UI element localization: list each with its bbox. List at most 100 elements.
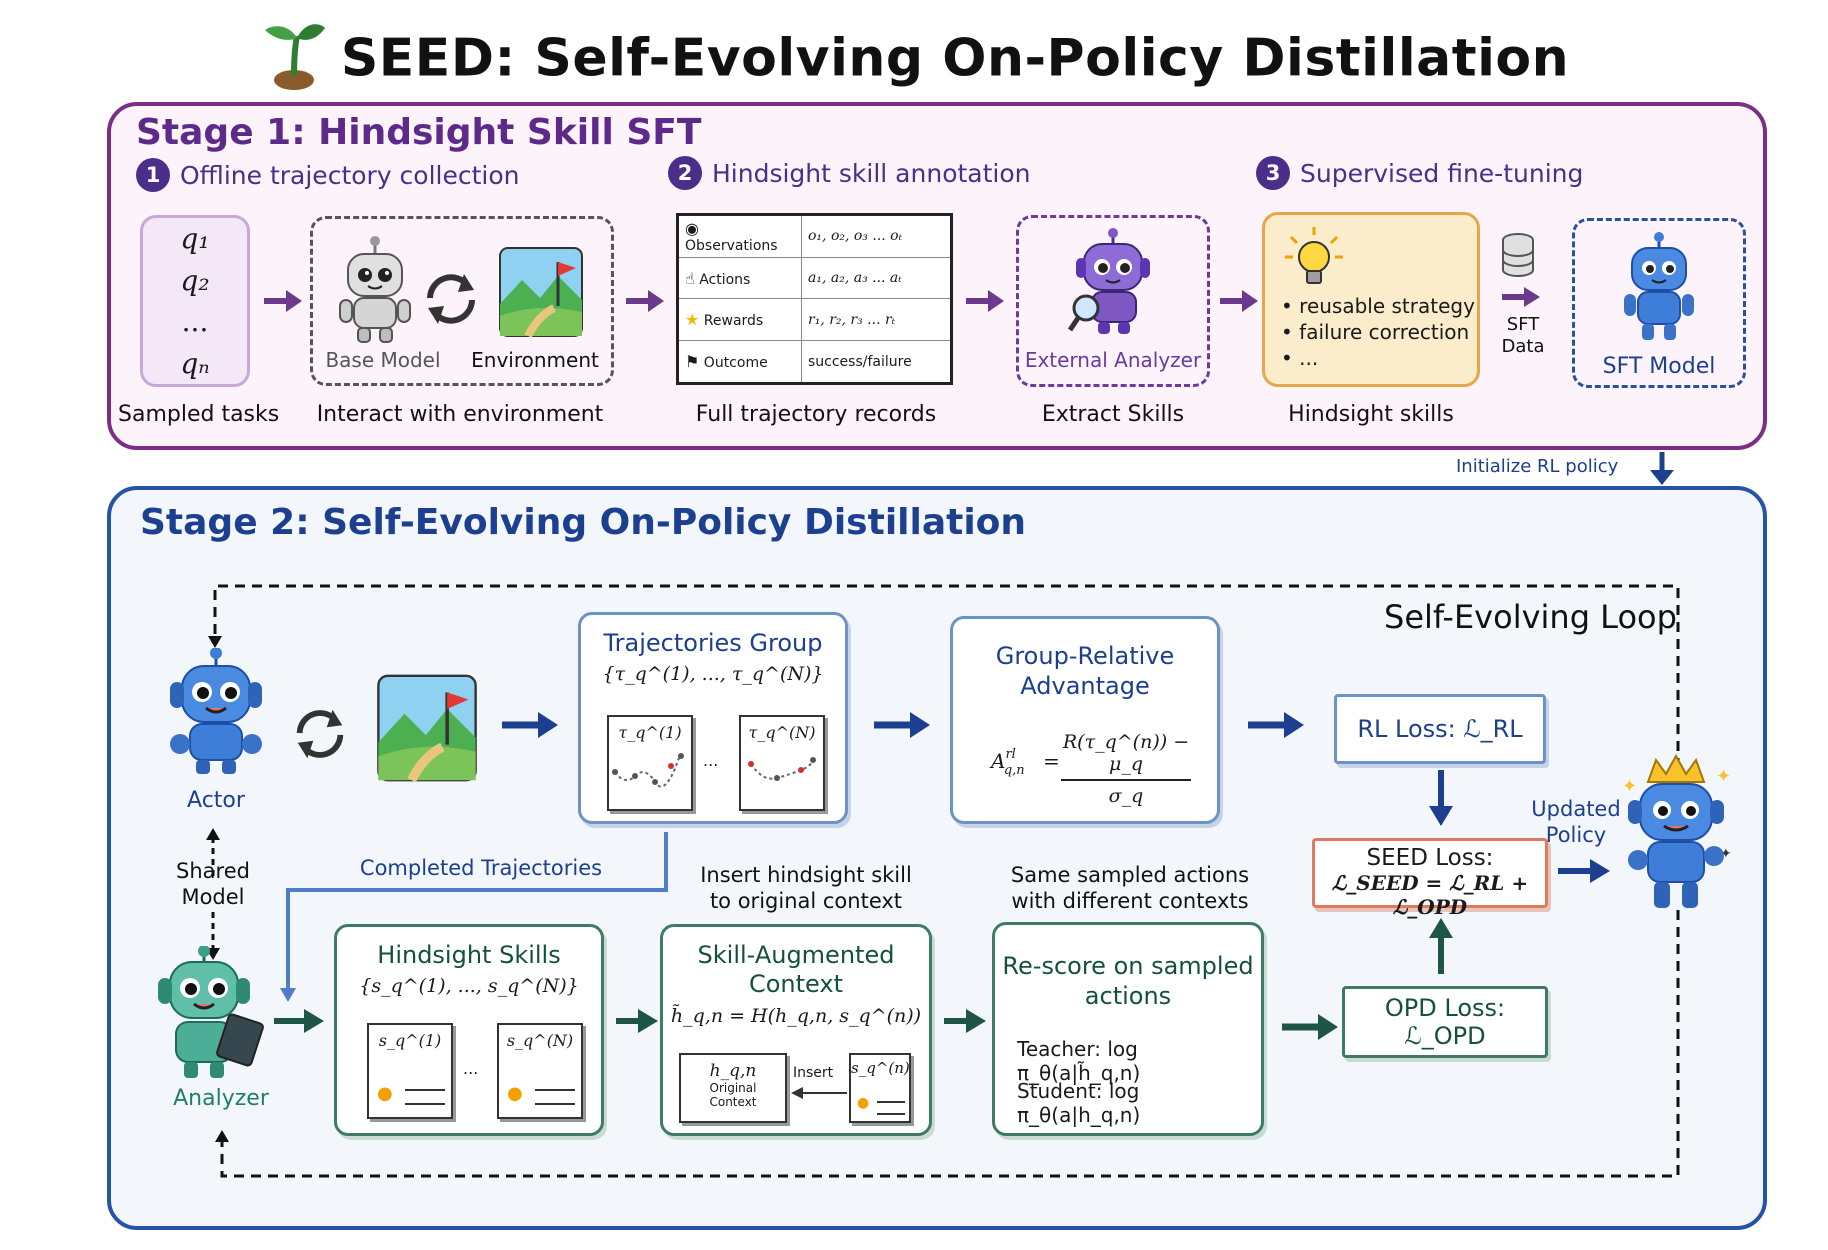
arrow-right-icon (616, 1009, 658, 1033)
refresh-cycle-icon (427, 274, 475, 324)
arrow-right-icon (874, 712, 930, 738)
environment-label: Environment (471, 348, 599, 372)
self-evolving-loop-label: Self-Evolving Loop (1384, 598, 1677, 636)
arrow-right-icon (1502, 287, 1540, 307)
skill-card-first: s_q^(1) ● (367, 1023, 453, 1119)
arrow-right-icon (264, 290, 302, 312)
rescore-box: Re-score on sampled actions Teacher: log… (992, 922, 1264, 1136)
refresh-cycle-icon (296, 709, 344, 759)
trajectory-curve-icon (748, 757, 816, 781)
lightbulb-icon (1285, 227, 1343, 284)
sampled-tasks-box: q₁ q₂ ... qₙ (140, 215, 250, 387)
external-analyzer-box (1016, 215, 1210, 387)
interact-box (310, 216, 614, 386)
advantage-box: Group-Relative Advantage Arlq,n = R(τ_q^… (950, 616, 1220, 824)
arrow-down-icon (1429, 770, 1453, 826)
student-score: Student: log π_θ(a|h_q,n) (1017, 1079, 1141, 1127)
arrow-right-icon (274, 1009, 324, 1033)
insert-note: Insert hindsight skill to original conte… (700, 863, 912, 913)
arrow-right-icon (1220, 290, 1258, 312)
advantage-lhs: Arlq,n = (991, 747, 1060, 778)
arrow-down-icon (1650, 452, 1674, 485)
lightbulb-icon: ● (857, 1095, 870, 1111)
sft-model-label: SFT Model (1602, 354, 1716, 379)
checkered-flag-icon: ⚑ (685, 352, 700, 372)
arrow-up-icon (1429, 918, 1453, 974)
step-1: 1 Offline trajectory collection (136, 158, 520, 192)
task-q2: q₂ (180, 263, 210, 297)
task-ellipsis: ... (181, 305, 209, 339)
sprout-icon (259, 18, 329, 105)
advantage-numerator: R(τ_q^(n)) − μ_q (1062, 731, 1190, 775)
trajectory-card-first: τ_q^(1) (607, 715, 693, 811)
trajectories-group-box: Trajectories Group {τ_q^(1), ..., τ_q^(N… (578, 612, 848, 824)
original-context-card: h_q,n Original Context (679, 1053, 787, 1123)
star-icon: ★ (685, 310, 700, 330)
skill-card-last: s_q^(N) ● (497, 1023, 583, 1119)
base-robot-icon (339, 236, 411, 343)
stage1-title: Stage 1: Hindsight Skill SFT (136, 112, 702, 153)
skill-augmented-context-box: Skill-Augmented Context h̃_q,n = H(h_q,n… (660, 924, 932, 1136)
table-row: ★ Rewards r₁, r₂, r₃ ... rₜ (677, 298, 952, 342)
environment-icon (499, 247, 583, 338)
environment-icon (377, 674, 477, 783)
database-icon (1502, 233, 1534, 277)
skill-card: s_q^(n) ● (849, 1053, 911, 1123)
external-analyzer-label: External Analyzer (1024, 348, 1202, 372)
task-q1: q₁ (180, 222, 210, 256)
init-rl-label: Initialize RL policy (1456, 456, 1619, 477)
updated-policy-label: Updated Policy (1531, 797, 1621, 847)
sft-model-box (1572, 218, 1746, 388)
actor-label: Actor (187, 788, 245, 813)
svg-text:✦: ✦ (1716, 766, 1731, 787)
base-model-label: Base Model (325, 348, 441, 372)
eye-icon: ◉ (685, 218, 699, 238)
actor-robot-icon (170, 648, 262, 774)
arrow-right-icon (966, 290, 1004, 312)
caption-interact: Interact with environment (316, 402, 604, 427)
analyzer-robot-icon (158, 946, 264, 1078)
seed-loss-box: SEED Loss: ℒ_SEED = ℒ_RL + ℒ_OPD (1312, 838, 1548, 919)
arrow-right-icon (944, 1009, 986, 1033)
table-row: ◉ Observations o₁, o₂, o₃ ... oₜ (677, 214, 952, 258)
caption-extract: Extract Skills (1041, 402, 1185, 427)
sft-robot-icon (1624, 232, 1694, 340)
analyzer-robot-icon (1067, 228, 1150, 334)
stage2-title: Stage 2: Self-Evolving On-Policy Distill… (140, 502, 1027, 543)
shared-model-label: Shared Model (176, 859, 250, 909)
hindsight-skills-box: • reusable strategy • failure correction… (1262, 212, 1480, 387)
page-title: SEED: Self-Evolving On-Policy Distillati… (0, 18, 1828, 105)
arrow-right-icon (1282, 1014, 1338, 1040)
svg-text:✦: ✦ (1622, 776, 1637, 797)
caption-sampled-tasks: Sampled tasks (118, 402, 280, 427)
arrow-right-icon (502, 712, 558, 738)
teacher-score: Teacher: log π_θ(a|h̃_q,n) (1017, 1037, 1141, 1085)
trajectory-card-last: τ_q^(N) (739, 715, 825, 811)
arrow-left-icon (791, 1087, 847, 1099)
lightbulb-icon: ● (377, 1083, 393, 1104)
arrow-right-icon (1248, 712, 1304, 738)
trajectory-curve-icon (612, 753, 684, 788)
completed-trajectories-label: Completed Trajectories (359, 856, 603, 880)
step-3: 3 Supervised fine-tuning (1256, 156, 1583, 190)
hindsight-skills-panel: Hindsight Skills {s_q^(1), ..., s_q^(N)}… (334, 924, 604, 1136)
analyzer-label: Analyzer (173, 1086, 269, 1111)
lightbulb-icon: ● (507, 1083, 523, 1104)
task-qn: qₙ (180, 346, 210, 380)
advantage-denominator: σ_q (1108, 785, 1144, 807)
trajectory-table: ◉ Observations o₁, o₂, o₃ ... oₜ ☝ Actio… (676, 213, 953, 385)
arrow-right-icon (1558, 859, 1610, 883)
table-row: ⚑ Outcome success/failure (677, 340, 952, 384)
hand-pointer-icon: ☝ (685, 268, 695, 288)
updated-robot-icon: ✦✦ ✦ (1622, 753, 1732, 908)
caption-records: Full trajectory records (695, 402, 937, 427)
trajectories-group-title: Trajectories Group (603, 629, 823, 657)
arrow-right-icon (626, 290, 664, 312)
rl-loss-box: RL Loss: ℒ_RL (1334, 694, 1546, 764)
sft-data-label: SFT Data (1501, 314, 1545, 357)
step-2: 2 Hindsight skill annotation (668, 156, 1031, 190)
trajectories-set: {τ_q^(1), ..., τ_q^(N)} (602, 663, 824, 685)
same-actions-note: Same sampled actions with different cont… (1010, 863, 1250, 913)
opd-loss-box: OPD Loss: ℒ_OPD (1342, 986, 1548, 1058)
caption-hindsight: Hindsight skills (1288, 402, 1454, 427)
